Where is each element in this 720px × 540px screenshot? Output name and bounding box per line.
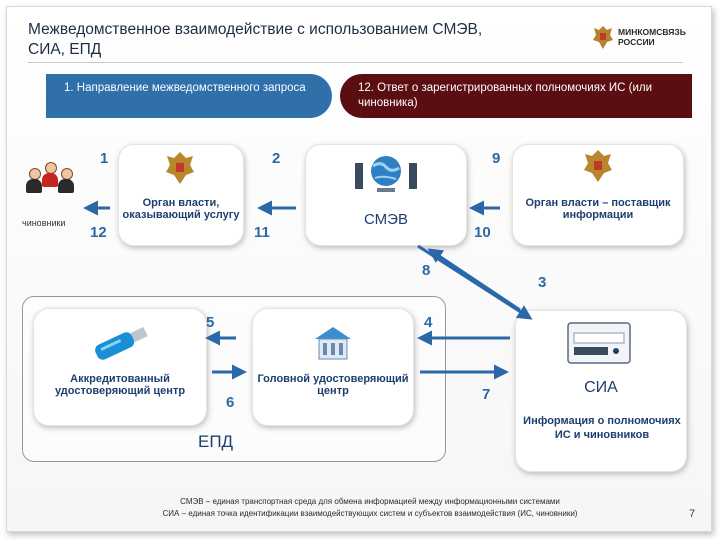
page-title: Межведомственное взаимодействие с исполь…	[28, 21, 483, 58]
coat-of-arms-icon	[166, 152, 194, 184]
number-6: 6	[226, 394, 235, 411]
number-4: 4	[424, 314, 433, 331]
footnote: СМЭВ – единая транспортная среда для обм…	[100, 496, 640, 520]
coat-of-arms-icon	[593, 26, 613, 49]
step12-banner: 12. Ответ о зарегистрированных полномочи…	[340, 74, 692, 118]
smev-card[interactable]: СМЭВ	[305, 144, 467, 246]
page-number: 7	[689, 508, 696, 520]
head-ca-label: Головной удостоверяющий центр	[257, 373, 409, 397]
building-icon	[315, 327, 351, 360]
sia-info-text: Информация о полномочиях ИС и чиновников	[523, 415, 681, 441]
globe-server-icon	[355, 156, 417, 192]
password-screen-icon	[567, 322, 631, 364]
usb-token-icon	[95, 327, 148, 360]
number-9: 9	[492, 150, 501, 167]
logo-line2: РОССИИ	[618, 37, 655, 47]
number-8: 8	[422, 262, 431, 279]
number-7: 7	[482, 386, 491, 403]
title-divider	[28, 62, 683, 63]
sia-label: СИА	[584, 379, 618, 396]
number-2: 2	[272, 150, 281, 167]
footnote-smev: СМЭВ – единая транспортная среда для обм…	[180, 497, 560, 506]
provider-organ-card[interactable]: Орган власти, оказывающий услугу	[118, 144, 244, 246]
provider-organ-label: Орган власти, оказывающий услугу	[122, 197, 240, 221]
footnote-sia: СИА – единая точка идентификации взаимод…	[162, 509, 578, 518]
officials-icon	[26, 162, 76, 196]
sia-card[interactable]: СИА	[515, 310, 687, 472]
number-10: 10	[474, 224, 491, 241]
ministry-logo: МИНКОМСВЯЗЬ РОССИИ	[592, 24, 702, 54]
accredited-ca-label: Аккредитованный удостоверяющий центр	[54, 373, 186, 397]
accredited-ca-card[interactable]: Аккредитованный удостоверяющий центр	[33, 308, 207, 426]
number-3: 3	[538, 274, 547, 291]
step1-banner: 1. Направление межведомственного запроса	[46, 74, 332, 118]
coat-of-arms-icon	[584, 150, 612, 182]
officials-label: чиновники	[22, 218, 66, 228]
number-11: 11	[254, 224, 270, 241]
number-12: 12	[90, 224, 107, 241]
number-1: 1	[100, 150, 109, 167]
epd-label: ЕПД	[198, 432, 234, 451]
number-5: 5	[206, 314, 215, 331]
head-ca-card[interactable]: Головной удостоверяющий центр	[252, 308, 414, 426]
info-supplier-label: Орган власти – поставщик информации	[525, 197, 671, 221]
info-supplier-card[interactable]: Орган власти – поставщик информации	[512, 144, 684, 246]
logo-line1: МИНКОМСВЯЗЬ	[618, 27, 686, 37]
smev-label: СМЭВ	[364, 211, 408, 228]
